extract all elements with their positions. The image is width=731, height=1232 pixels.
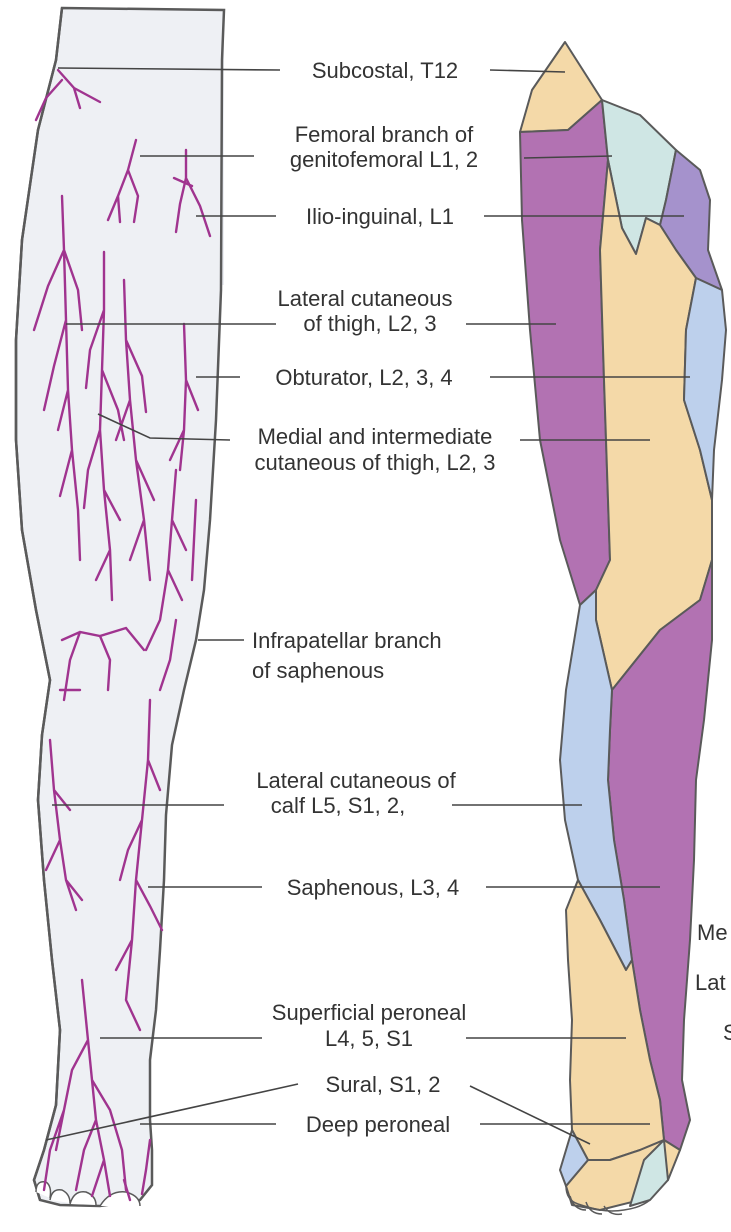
label-femoral-branch-line-2: genitofemoral L1, 2 — [254, 147, 514, 172]
left-leg-nerves — [16, 8, 224, 1206]
label-subcostal: Subcostal, T12 — [285, 58, 485, 83]
label-ilioinguinal: Ilio-inguinal, L1 — [278, 204, 482, 229]
label-superficial-peroneal-line-2: L4, 5, S1 — [234, 1026, 504, 1051]
label-femoral-branch-line-1: Femoral branch of — [254, 122, 514, 147]
label-lateral-thigh-line-1: Lateral cutaneous — [250, 286, 480, 311]
label-cut-off-3: S — [723, 1020, 731, 1045]
label-deep-peroneal: Deep peroneal — [280, 1112, 476, 1137]
label-lateral-thigh-line-2: of thigh, L2, 3 — [280, 311, 460, 336]
label-medial-thigh-line-1: Medial and intermediate — [220, 424, 530, 449]
label-sural: Sural, S1, 2 — [298, 1072, 468, 1097]
label-lateral-calf-line-2: calf L5, S1, 2, — [226, 793, 450, 818]
label-cut-off-1: Me — [697, 920, 731, 945]
label-infrapatellar-line-1: Infrapatellar branch — [252, 628, 442, 653]
zone-lateral-thigh — [520, 100, 610, 605]
label-lateral-calf-line-1: Lateral cutaneous of — [216, 768, 496, 793]
label-infrapatellar-line-2: of saphenous — [252, 658, 384, 683]
label-cut-off-2: Lat — [695, 970, 731, 995]
label-medial-thigh-line-2: cutaneous of thigh, L2, 3 — [220, 450, 530, 475]
label-superficial-peroneal-line-1: Superficial peroneal — [234, 1000, 504, 1025]
label-saphenous: Saphenous, L3, 4 — [262, 875, 484, 900]
label-obturator: Obturator, L2, 3, 4 — [242, 365, 486, 390]
